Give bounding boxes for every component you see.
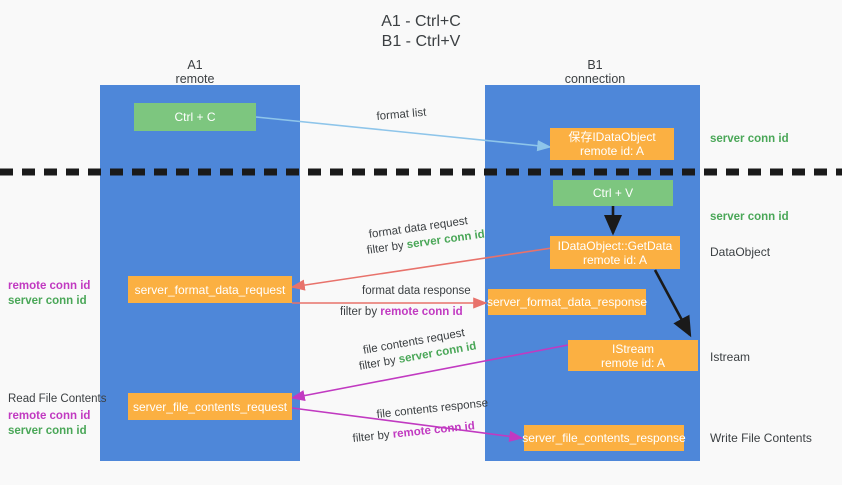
box-getdata-line-2: remote id: A bbox=[582, 252, 648, 267]
title-line-2: B1 - Ctrl+V bbox=[381, 33, 461, 50]
box-server-format-data-request[interactable]: server_format_data_request bbox=[128, 276, 292, 303]
label-file-contents-response-filter: filter by remote conn id bbox=[352, 419, 475, 446]
filter-prefix-2: filter by bbox=[340, 306, 381, 318]
box-idataobject-line-2: remote id: A bbox=[579, 144, 645, 158]
column-header-a1: A1 remote bbox=[120, 58, 270, 86]
label-format-list: format list bbox=[376, 106, 427, 123]
title-line-1: A1 - Ctrl+C bbox=[381, 13, 461, 30]
column-a1-name: A1 bbox=[187, 58, 203, 72]
box-istream-line-2: remote id: A bbox=[600, 355, 666, 370]
label-format-data-response: format data response bbox=[362, 285, 471, 297]
right-label-server-conn-id-mid: server conn id bbox=[710, 211, 789, 223]
column-b1-sub: connection bbox=[564, 72, 626, 86]
right-label-server-conn-id-top: server conn id bbox=[710, 133, 789, 145]
column-header-b1: B1 connection bbox=[520, 58, 670, 86]
box-ctrl-v[interactable]: Ctrl + V bbox=[553, 180, 673, 206]
box-idataobject-getdata[interactable]: IDataObject::GetData remote id: A bbox=[550, 236, 680, 269]
label-file-contents-response: file contents response bbox=[376, 397, 489, 421]
box-ctrl-c[interactable]: Ctrl + C bbox=[134, 103, 256, 131]
filter-key-remote-conn-id-1: remote conn id bbox=[380, 306, 463, 318]
right-label-istream: Istream bbox=[710, 350, 751, 364]
left-label-read-file-contents: Read File Contents bbox=[8, 393, 107, 405]
left-label-remote-conn-id-1: remote conn id bbox=[8, 280, 91, 292]
column-a1-sub: remote bbox=[175, 72, 215, 86]
box-server-file-contents-response[interactable]: server_file_contents_response bbox=[522, 425, 686, 451]
right-label-write-file-contents: Write File Contents bbox=[710, 431, 812, 445]
box-istream-line-1: IStream bbox=[611, 341, 654, 356]
box-istream[interactable]: IStream remote id: A bbox=[568, 340, 698, 371]
page-title: A1 - Ctrl+C B1 - Ctrl+V bbox=[0, 12, 842, 52]
left-label-server-conn-id-1: server conn id bbox=[8, 295, 87, 307]
right-label-dataobject: DataObject bbox=[710, 245, 771, 259]
box-idataobject[interactable]: 保存IDataObject remote id: A bbox=[550, 128, 674, 160]
left-label-remote-conn-id-2: remote conn id bbox=[8, 410, 91, 422]
filter-prefix-1: filter by bbox=[366, 239, 408, 257]
box-getdata-line-1: IDataObject::GetData bbox=[557, 238, 673, 253]
label-format-data-response-filter: filter by remote conn id bbox=[340, 305, 463, 319]
left-label-server-conn-id-2: server conn id bbox=[8, 425, 87, 437]
filter-prefix-4: filter by bbox=[352, 428, 394, 445]
column-b1-name: B1 bbox=[587, 58, 603, 72]
box-server-format-data-response[interactable]: server_format_data_response bbox=[487, 289, 647, 315]
filter-key-remote-conn-id-2: remote conn id bbox=[392, 420, 476, 441]
box-idataobject-line-1: 保存IDataObject bbox=[568, 130, 656, 144]
box-server-file-contents-request[interactable]: server_file_contents_request bbox=[128, 393, 292, 420]
